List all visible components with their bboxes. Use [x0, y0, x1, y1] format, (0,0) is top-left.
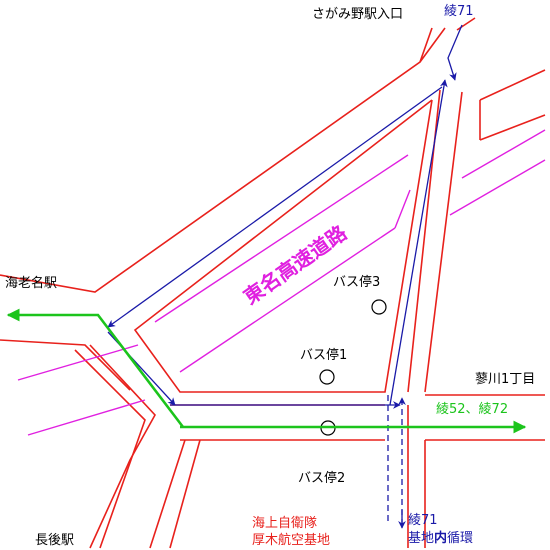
label-tomei-expressway: 東名高速道路 — [239, 220, 352, 309]
road-edge-base-right — [169, 439, 201, 549]
road-edge-sagamino-left — [419, 27, 433, 63]
highway-line-5 — [394, 189, 411, 229]
label-base-loop: 基地内循環 — [408, 530, 473, 546]
route-green-west — [6, 308, 185, 428]
label-base-loop-mid: 内 — [434, 530, 447, 546]
tomei-expressway — [17, 129, 546, 436]
highway-line-7 — [449, 159, 546, 216]
bus-stop-markers — [319, 299, 387, 436]
label-ryo71-top: 綾71 — [444, 3, 474, 19]
label-ryo52-72: 綾52、綾72 — [436, 401, 508, 417]
road-edge-base-left — [149, 439, 186, 549]
label-osago-station: 長後駅 — [35, 533, 74, 548]
road-edge-sw-1 — [89, 344, 156, 549]
road-edge-east-2 — [424, 91, 463, 393]
highway-line-6 — [461, 129, 546, 179]
label-ebina-station: 海老名駅 — [5, 275, 57, 291]
road-edge-ne-1 — [479, 69, 546, 101]
label-bus-stop-1: バス停1 — [300, 347, 347, 363]
highway-line-3 — [154, 154, 409, 323]
label-base-line2: 厚木航空基地 — [252, 532, 330, 548]
route-ryo71 — [107, 24, 463, 529]
route-ryo71-return-up — [389, 79, 448, 406]
route-ryo71-upper-diagonal — [107, 86, 443, 328]
route-ryo52-72 — [6, 308, 527, 434]
label-sagamino-entrance: さがみ野駅入口 — [312, 7, 403, 22]
label-ryo71-bottom: 綾71 — [408, 512, 438, 528]
highway-line-4 — [179, 227, 396, 373]
road-edge-nw-inner — [0, 339, 131, 391]
road-triangle — [133, 99, 433, 393]
road-edge-sw-2 — [74, 349, 146, 549]
label-bus-stop-3: バス停3 — [333, 274, 380, 290]
label-base-line1: 海上自衛隊 — [252, 515, 317, 531]
label-bus-stop-2: バス停2 — [298, 470, 345, 486]
road-network — [0, 17, 546, 549]
road-edge-nw-outer — [0, 27, 446, 293]
label-base-loop-suffix: 循環 — [447, 531, 473, 546]
road-edge-east-upper — [456, 17, 476, 31]
road-edge-ne-2 — [479, 114, 546, 141]
bus-stop-3-marker[interactable] — [371, 299, 387, 315]
label-tadeigawa: 蓼川1丁目 — [475, 372, 535, 387]
route-ryo71-top-down — [447, 24, 463, 81]
label-base-loop-prefix: 基地 — [408, 531, 434, 546]
highway-line-1 — [17, 344, 139, 381]
highway-line-2 — [27, 399, 146, 436]
bus-stop-1-marker[interactable] — [319, 369, 335, 385]
